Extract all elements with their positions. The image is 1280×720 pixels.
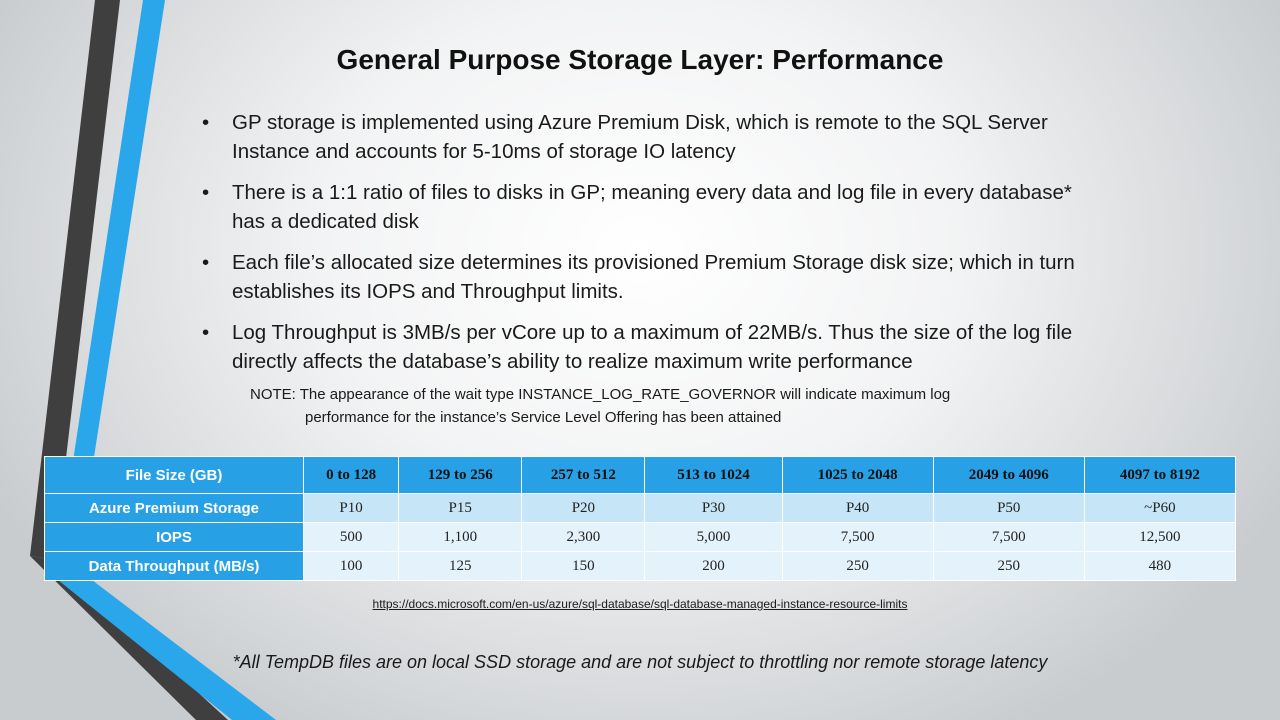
bullet-item: • GP storage is implemented using Azure … [200,108,1080,166]
table-cell: P30 [644,493,783,523]
bullet-text: There is a 1:1 ratio of files to disks i… [232,181,1072,233]
note-line-1: NOTE: The appearance of the wait type IN… [250,386,951,403]
bullet-item: • Log Throughput is 3MB/s per vCore up t… [200,318,1080,376]
reference-link[interactable]: https://docs.microsoft.com/en-us/azure/s… [372,597,908,611]
table-cell: 2,300 [521,522,646,552]
header-cell: 2049 to 4096 [932,456,1085,494]
table-cell: 1,100 [398,522,523,552]
footnote: *All TempDB files are on local SSD stora… [232,652,1048,672]
blue-stripe-upper [58,0,165,560]
table-cell: P50 [932,493,1085,523]
table-cell: P20 [521,493,646,523]
table-cell: 12,500 [1083,522,1237,552]
table-row: IOPS 500 1,100 2,300 5,000 7,500 7,500 1… [44,522,1237,552]
table-cell: ~P60 [1083,493,1237,523]
note-line-2: performance for the instance’s Service L… [305,409,782,426]
bullet-item: • Each file’s allocated size determines … [200,248,1080,306]
bullet-list: • GP storage is implemented using Azure … [200,108,1080,388]
table-header-row: File Size (GB) 0 to 128 129 to 256 257 t… [44,456,1237,494]
dark-stripe-upper [30,0,120,560]
header-cell: 257 to 512 [521,456,646,494]
table-cell: P15 [398,493,523,523]
header-cell: 0 to 128 [302,456,400,494]
row-label: Data Throughput (MB/s) [44,551,304,581]
bullet-text: Each file’s allocated size determines it… [232,251,1075,303]
row-label: IOPS [44,522,304,552]
bullet-item: • There is a 1:1 ratio of files to disks… [200,178,1080,236]
bullet-text: GP storage is implemented using Azure Pr… [232,111,1048,163]
table-cell: 125 [398,551,523,581]
table-cell: 150 [521,551,646,581]
table-cell: 7,500 [932,522,1085,552]
bullet-glyph: • [202,321,210,344]
table-cell: 5,000 [644,522,783,552]
performance-table: File Size (GB) 0 to 128 129 to 256 257 t… [44,456,1237,581]
blue-stripe-lower [58,580,276,720]
table-cell: P10 [302,493,400,523]
header-file-size: File Size (GB) [44,456,304,494]
note-text: NOTE: The appearance of the wait type IN… [250,383,1070,429]
table-cell: 500 [302,522,400,552]
table-row: Azure Premium Storage P10 P15 P20 P30 P4… [44,493,1237,523]
row-label: Azure Premium Storage [44,493,304,523]
header-cell: 513 to 1024 [644,456,783,494]
bullet-glyph: • [202,111,210,134]
table-cell: 250 [781,551,934,581]
table-cell: 200 [644,551,783,581]
table-cell: 100 [302,551,400,581]
bullet-glyph: • [202,181,210,204]
header-cell: 1025 to 2048 [781,456,934,494]
table-row: Data Throughput (MB/s) 100 125 150 200 2… [44,551,1237,581]
header-cell: 4097 to 8192 [1083,456,1237,494]
header-cell: 129 to 256 [398,456,523,494]
table-cell: 480 [1083,551,1237,581]
slide-title: General Purpose Storage Layer: Performan… [336,44,944,75]
table-cell: 250 [932,551,1085,581]
bullet-glyph: • [202,251,210,274]
table-cell: 7,500 [781,522,934,552]
bullet-text: Log Throughput is 3MB/s per vCore up to … [232,321,1073,373]
table-cell: P40 [781,493,934,523]
